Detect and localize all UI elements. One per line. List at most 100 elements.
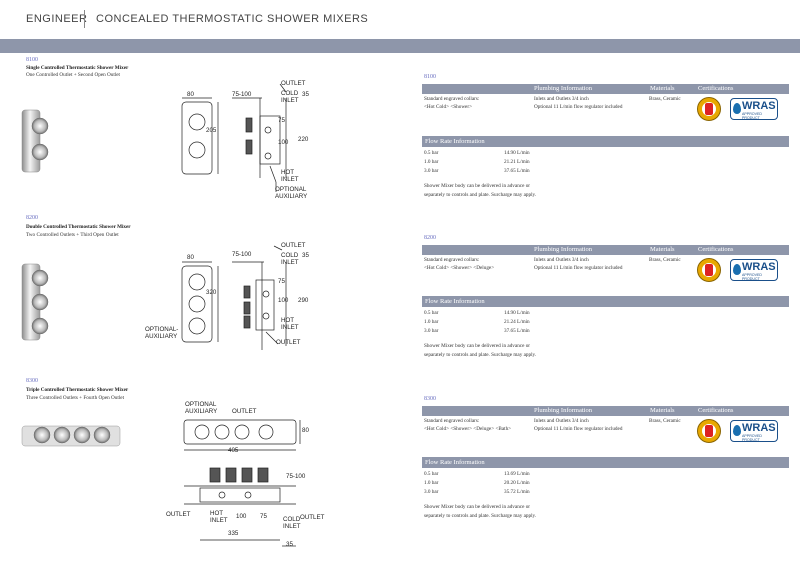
wras-subtext: APPROVED PRODUCT [742, 112, 762, 120]
flow-rate-title: Flow Rate Information [425, 297, 485, 305]
wras-text: WRAS [742, 422, 776, 434]
section-name: Triple Controlled Thermostatic Shower Mi… [26, 387, 129, 393]
header-plumbing: Plumbing Information [534, 407, 592, 414]
flow-pressure: 3.0 bar [424, 489, 439, 495]
flow-rate-header: Flow Rate Information [422, 136, 789, 147]
flow-pressure: 0.5 bar [424, 310, 439, 316]
label-hot: HOT [281, 317, 295, 324]
flow-rate-header: Flow Rate Information [422, 457, 789, 468]
dim-220: 220 [298, 136, 309, 143]
technical-drawing-8100 [181, 83, 287, 192]
product-code: 8100 [424, 74, 436, 80]
dim-width: 80 [187, 254, 194, 261]
collars-value: <Hot Cold> <Shower> <Deluge> [424, 265, 495, 271]
label-auxiliary: AUXILIARY [275, 193, 308, 200]
section-subtitle: Two Controlled Outlets + Third Open Outl… [26, 232, 119, 238]
flow-pressure: 1.0 bar [424, 480, 439, 486]
collars-value: <Hot Cold> <Shower> <Deluge> <Bath> [424, 426, 512, 432]
plumbing-line-1: Inlets and Outlets 3/4 inch [534, 96, 589, 102]
label-hot: HOT [210, 510, 224, 517]
page-header: ENGINEER CONCEALED THERMOSTATIC SHOWER M… [0, 0, 800, 38]
spec-table-header: Plumbing Information Materials Certifica… [422, 84, 789, 94]
dim-75: 75 [260, 513, 267, 520]
label-cold-inlet: INLET [283, 523, 301, 530]
materials-value: Brass, Ceramic [649, 257, 681, 263]
flow-pressure: 1.0 bar [424, 159, 439, 165]
spec-table-header: Plumbing Information Materials Certifica… [422, 245, 789, 255]
product-photo-8100 [21, 109, 49, 173]
dim-35: 35 [286, 541, 293, 548]
materials-value: Brass, Ceramic [649, 418, 681, 424]
plumbing-line-2: Optional 11 L/min flow regulator include… [534, 104, 623, 110]
header-plumbing: Plumbing Information [534, 85, 592, 92]
label-outlet-left: OUTLET [166, 511, 191, 518]
flow-rate-header: Flow Rate Information [422, 296, 789, 307]
label-hot-inlet: INLET [210, 517, 228, 524]
header-plumbing: Plumbing Information [534, 246, 592, 253]
section-subtitle: One Controlled Outlet + Second Open Outl… [26, 72, 120, 78]
spec-table-header: Plumbing Information Materials Certifica… [422, 406, 789, 416]
dim-75-100: 75-100 [286, 473, 306, 480]
dim-75: 75 [278, 278, 285, 285]
label-cold: COLD [283, 516, 301, 523]
flow-rate-title: Flow Rate Information [425, 458, 485, 466]
wras-text: WRAS [742, 261, 776, 273]
flow-pressure: 3.0 bar [424, 168, 439, 174]
label-hot-inlet: INLET [281, 176, 299, 183]
delivery-note-2: separately to controls and plate. Surcha… [424, 352, 537, 358]
flow-pressure: 1.0 bar [424, 319, 439, 325]
flow-pressure: 0.5 bar [424, 471, 439, 477]
header-certifications: Certifications [698, 407, 734, 414]
header-band [0, 39, 800, 53]
label-outlet-bottom: OUTLET [276, 339, 301, 346]
plumbing-line-1: Inlets and Outlets 3/4 inch [534, 418, 589, 424]
label-cold: COLD [281, 90, 299, 97]
label-auxiliary: AUXILIARY [185, 408, 218, 415]
section-code: 8300 [26, 378, 38, 384]
flow-rate-title: Flow Rate Information [425, 137, 485, 145]
header-separator [84, 10, 85, 28]
approval-badge-icon [697, 258, 721, 282]
technical-drawing-8200 [181, 245, 287, 350]
delivery-note-2: separately to controls and plate. Surcha… [424, 513, 537, 519]
approval-badge-icon [697, 97, 721, 121]
product-photo-8200 [21, 263, 49, 341]
product-code: 8300 [424, 396, 436, 402]
flow-rate: 37.65 L/min [504, 328, 530, 334]
dim-35: 35 [302, 252, 309, 259]
wras-text: WRAS [742, 100, 776, 112]
label-inlet: INLET [281, 97, 299, 104]
dim-80: 80 [302, 427, 309, 434]
product-photo-8300 [21, 425, 121, 447]
label-outlet: OUTLET [281, 80, 306, 87]
flow-rate: 14.90 L/min [504, 150, 530, 156]
section-name: Double Controlled Thermostatic Shower Mi… [26, 224, 131, 230]
label-optional: OPTIONAL [275, 186, 307, 193]
materials-value: Brass, Ceramic [649, 96, 681, 102]
header-certifications: Certifications [698, 246, 734, 253]
delivery-note-1: Shower Mixer body can be delivered in ad… [424, 343, 531, 349]
brand-label: ENGINEER [26, 13, 88, 25]
label-hot-inlet: INLET [281, 324, 299, 331]
label-auxiliary: AUXILIARY [145, 333, 178, 340]
plumbing-line-1: Inlets and Outlets 3/4 inch [534, 257, 589, 263]
label-hot: HOT [281, 169, 295, 176]
section-code: 8200 [26, 215, 38, 221]
dim-100: 100 [236, 513, 247, 520]
dim-335: 335 [228, 530, 239, 537]
delivery-note-2: separately to controls and plate. Surcha… [424, 192, 537, 198]
dim-205: 205 [206, 127, 217, 134]
wras-subtext: APPROVED PRODUCT [742, 273, 762, 281]
header-materials: Materials [650, 407, 675, 414]
flow-rate: 13.69 L/min [504, 471, 530, 477]
flow-rate: 21.21 L/min [504, 159, 530, 165]
section-subtitle: Three Controlled Outlets + Fourth Open O… [26, 395, 125, 401]
dim-depth: 75-100 [232, 91, 252, 98]
plumbing-line-2: Optional 11 L/min flow regulator include… [534, 265, 623, 271]
section-name: Single Controlled Thermostatic Shower Mi… [26, 65, 129, 71]
collars-value: <Hot Cold> <Shower> [424, 104, 473, 110]
delivery-note-1: Shower Mixer body can be delivered in ad… [424, 183, 531, 189]
